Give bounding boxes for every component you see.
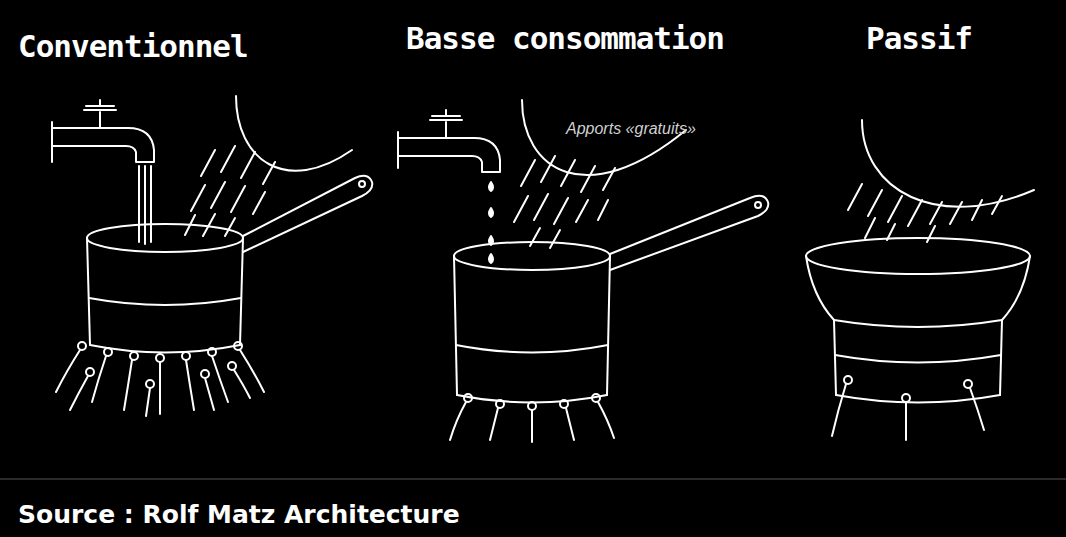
annotation-note: Apports «gratuits»	[566, 120, 696, 138]
column-heading: Passif	[866, 20, 972, 56]
source-caption: Source : Rolf Matz Architecture	[18, 500, 460, 529]
column-heading: Conventionnel	[18, 28, 248, 64]
column-heading: Basse consommation	[406, 20, 724, 56]
